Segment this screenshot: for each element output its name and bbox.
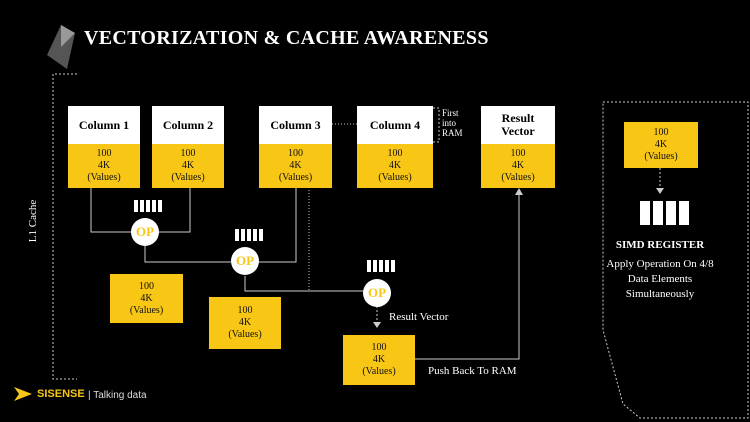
result-vector-label: Result Vector xyxy=(389,311,449,323)
column-1-header: Column 1 xyxy=(68,106,140,144)
simd-register-icon xyxy=(640,201,689,225)
result-vector-header: Result Vector xyxy=(481,106,555,144)
brand-name: SISENSE xyxy=(37,388,85,400)
op-node-1: OP xyxy=(131,218,159,246)
column-4-header: Column 4 xyxy=(357,106,433,144)
push-back-label: Push Back To RAM xyxy=(428,365,517,377)
op-node-3: OP xyxy=(363,279,391,307)
column-2-header: Column 2 xyxy=(152,106,224,144)
l1-cache-label: L1 Cache xyxy=(27,199,40,243)
first-into-ram-note: First into RAM xyxy=(442,108,463,138)
simd-title: SIMD REGISTER xyxy=(615,239,705,251)
register-bars-icon xyxy=(235,229,263,241)
register-bars-icon xyxy=(367,260,395,272)
simd-description: Apply Operation On 4/8 Data Elements Sim… xyxy=(606,258,714,300)
register-bars-icon xyxy=(134,200,162,212)
page-title: VECTORIZATION & CACHE AWARENESS xyxy=(84,27,489,49)
column-3-header: Column 3 xyxy=(259,106,332,144)
brand-icon xyxy=(14,387,32,401)
brand-logo: SISENSE xyxy=(14,387,85,401)
footer-tagline: | Talking data xyxy=(88,390,147,401)
logo-icon xyxy=(47,25,75,69)
op-node-2: OP xyxy=(231,247,259,275)
